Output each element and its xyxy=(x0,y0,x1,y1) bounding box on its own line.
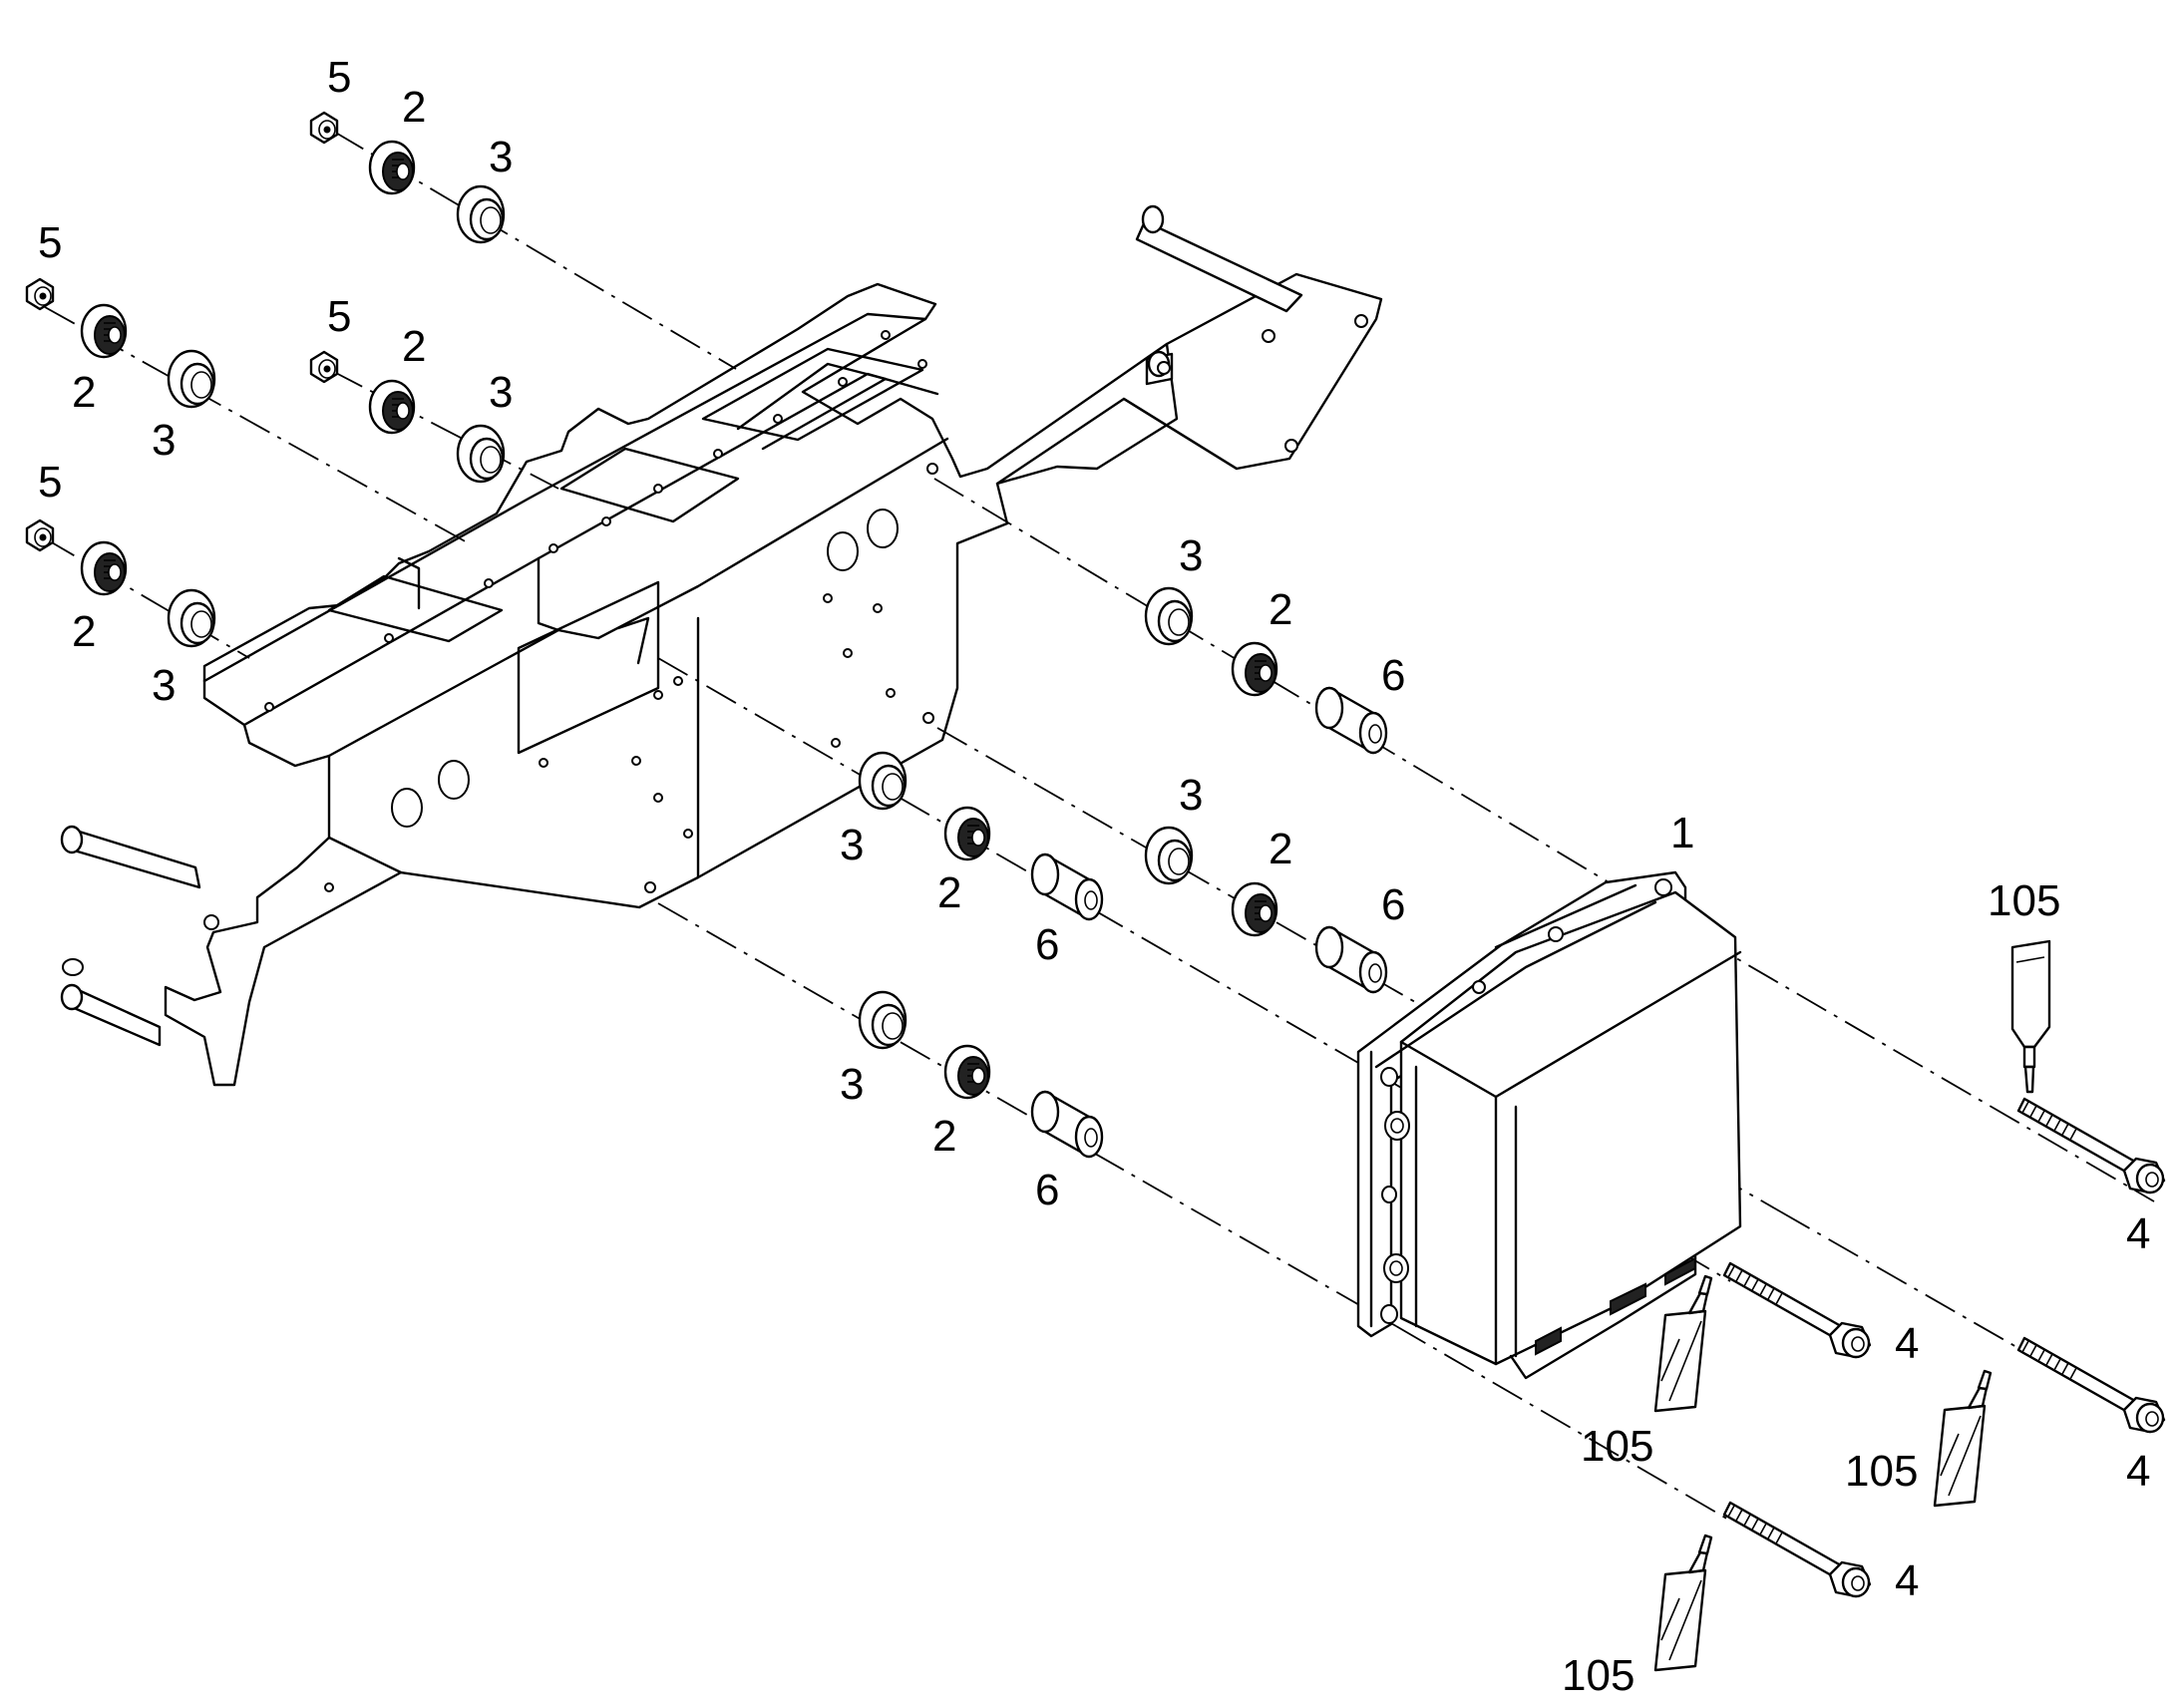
threadlocker-tube-4 xyxy=(1653,1534,1713,1672)
washer-7 xyxy=(1144,826,1194,885)
callout-1: 1 xyxy=(1670,809,1694,857)
spacer-1 xyxy=(1314,686,1388,755)
mount-6 xyxy=(943,806,991,861)
callout-5: 5 xyxy=(327,53,351,102)
callout-5: 5 xyxy=(327,292,351,341)
nut-2 xyxy=(25,277,55,311)
callout-6: 6 xyxy=(1035,920,1059,969)
callout-2: 2 xyxy=(1269,825,1292,873)
mount-3 xyxy=(368,379,416,435)
bolt-3 xyxy=(2016,1336,2166,1434)
washer-6 xyxy=(858,751,908,811)
callout-3: 3 xyxy=(489,368,513,417)
callout-labels: 5 2 3 5 2 3 5 2 3 5 2 3 3 2 6 3 2 6 3 2 … xyxy=(38,53,2150,1700)
callout-4: 4 xyxy=(2126,1447,2150,1496)
callout-6: 6 xyxy=(1381,651,1405,700)
mount-1 xyxy=(368,140,416,195)
threadlocker-tube-2 xyxy=(1653,1274,1713,1413)
mount-2 xyxy=(80,303,128,359)
callout-105: 105 xyxy=(1581,1422,1653,1471)
bolt-2 xyxy=(1722,1261,1872,1359)
callout-4: 4 xyxy=(2126,1209,2150,1258)
callout-2: 2 xyxy=(932,1112,956,1161)
callout-4: 4 xyxy=(1895,1319,1919,1368)
callout-3: 3 xyxy=(840,1060,864,1109)
washer-1 xyxy=(456,184,506,244)
washer-8 xyxy=(858,990,908,1050)
mount-5 xyxy=(1231,641,1278,697)
callout-2: 2 xyxy=(72,368,96,417)
callout-6: 6 xyxy=(1035,1166,1059,1214)
mount-8 xyxy=(943,1044,991,1100)
callout-2: 2 xyxy=(1269,585,1292,634)
callout-3: 3 xyxy=(840,821,864,869)
callout-105: 105 xyxy=(1845,1447,1918,1496)
callout-2: 2 xyxy=(402,83,426,132)
callout-3: 3 xyxy=(152,416,176,465)
callout-2: 2 xyxy=(72,607,96,656)
washer-3 xyxy=(456,424,506,484)
callout-105: 105 xyxy=(1988,876,2060,925)
nut-1 xyxy=(309,111,339,145)
mount-4 xyxy=(80,540,128,596)
assembly-centerlines xyxy=(44,131,2155,1522)
washer-2 xyxy=(167,349,216,409)
callout-3: 3 xyxy=(1179,531,1203,580)
nut-4 xyxy=(25,518,55,552)
threadlocker-tube-3 xyxy=(1933,1369,1993,1508)
bolt-4 xyxy=(1722,1501,1872,1598)
callout-105: 105 xyxy=(1562,1651,1635,1700)
mount-7 xyxy=(1231,881,1278,937)
mounting-frame xyxy=(60,204,1383,1087)
bolt-1 xyxy=(2016,1097,2166,1195)
threadlocker-tube-1 xyxy=(2010,939,2051,1094)
washer-4 xyxy=(167,588,216,648)
callout-5: 5 xyxy=(38,218,62,267)
callout-4: 4 xyxy=(1895,1556,1919,1605)
callout-2: 2 xyxy=(402,322,426,371)
control-unit xyxy=(1356,870,1742,1380)
washer-5 xyxy=(1144,586,1194,646)
spacer-4 xyxy=(1030,1090,1104,1159)
callout-6: 6 xyxy=(1381,880,1405,929)
callout-3: 3 xyxy=(489,133,513,181)
nut-3 xyxy=(309,350,339,384)
spacer-3 xyxy=(1314,925,1388,994)
callout-2: 2 xyxy=(937,868,961,917)
callout-5: 5 xyxy=(38,458,62,507)
callout-3: 3 xyxy=(152,661,176,710)
callout-3: 3 xyxy=(1179,771,1203,820)
spacer-2 xyxy=(1030,853,1104,921)
